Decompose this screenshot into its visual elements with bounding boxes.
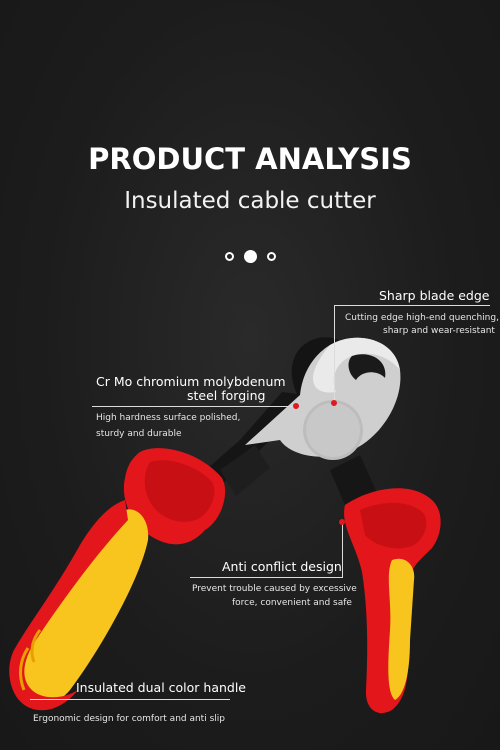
- callout-steel-title-1: Cr Mo chromium molybdenum: [96, 374, 286, 389]
- pager-dot[interactable]: [266, 252, 276, 261]
- callout-blade-desc-1: Cutting edge high-end quenching,: [345, 313, 499, 323]
- callout-anticonflict-connector: [342, 522, 343, 578]
- page-subtitle: Insulated cable cutter: [124, 188, 376, 214]
- callout-steel-desc-2: sturdy and durable: [96, 429, 182, 439]
- callout-blade-desc-2: sharp and wear-resistant: [383, 326, 495, 336]
- callout-anticonflict-marker: [339, 519, 345, 525]
- callout-anticonflict-desc-1: Prevent trouble caused by excessive: [192, 584, 357, 594]
- callout-anticonflict-desc-2: force, convenient and safe: [232, 598, 352, 608]
- callout-blade-line: [334, 305, 490, 306]
- callout-steel-marker: [293, 403, 299, 409]
- callout-blade-title: Sharp blade edge: [379, 288, 490, 303]
- callout-anticonflict-line: [190, 577, 342, 578]
- callout-blade-connector: [334, 305, 335, 402]
- callout-steel-line: [92, 406, 294, 407]
- callout-steel-title-2: steel forging: [187, 388, 266, 403]
- pager-dot[interactable]: [224, 252, 234, 261]
- carousel-pager: [0, 250, 500, 263]
- callout-blade-marker: [331, 400, 337, 406]
- page-title: PRODUCT ANALYSIS: [88, 142, 412, 176]
- callout-handle-title: Insulated dual color handle: [76, 680, 246, 695]
- callout-handle-line: [30, 699, 230, 700]
- callout-handle-desc: Ergonomic design for comfort and anti sl…: [33, 714, 225, 724]
- pager-dot-active[interactable]: [243, 250, 257, 263]
- callout-anticonflict-title: Anti conflict design: [222, 559, 342, 574]
- callout-steel-desc-1: High hardness surface polished,: [96, 413, 241, 423]
